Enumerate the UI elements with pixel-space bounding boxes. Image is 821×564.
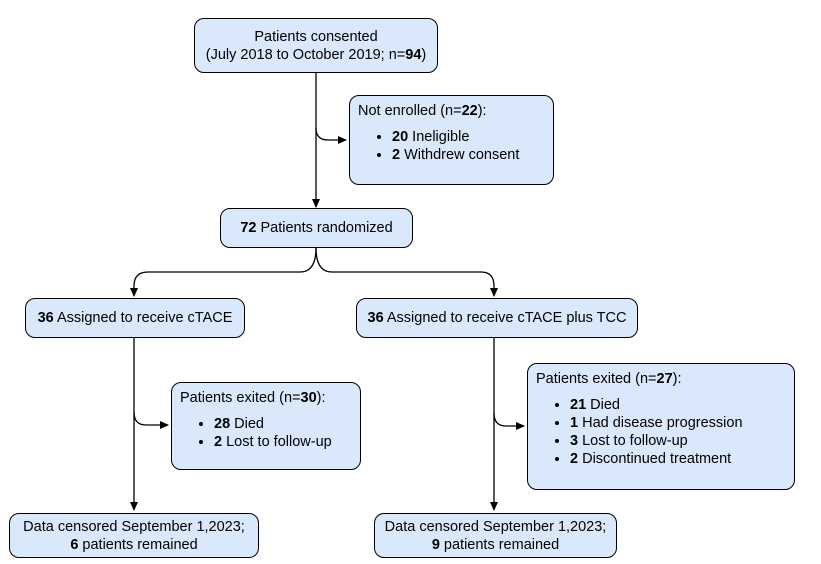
not-enrolled-box: Not enrolled (n=22): 20 Ineligible 2 Wit… — [349, 95, 554, 185]
list-item: 21 Died — [570, 396, 786, 414]
censored-tcc-remaining: 9 patients remained — [431, 536, 560, 553]
censored-ctace-count: 6 — [70, 536, 79, 553]
arm-tcc-box: 36 Assigned to receive cTACE plus TCC — [356, 298, 638, 338]
censored-ctace-remaining: 6 patients remained — [70, 536, 198, 553]
list-item: 2 Withdrew consent — [392, 146, 545, 164]
exited-ctace-box: Patients exited (n=30): 28 Died 2 Lost t… — [171, 382, 361, 470]
connector-to-not-enrolled — [315, 127, 347, 144]
not-enrolled-count: 22 — [461, 103, 478, 119]
censored-ctace-title: Data censored September 1,2023; — [23, 518, 245, 535]
consented-count: 94 — [405, 46, 422, 63]
arm-ctace-box: 36 Assigned to receive cTACE — [25, 298, 245, 338]
censored-tcc-count: 9 — [431, 536, 440, 553]
connector-randomized-to-ctace — [130, 247, 317, 297]
censored-tcc-box: Data censored September 1,2023; 9 patien… — [374, 513, 617, 558]
consented-title: Patients consented — [254, 28, 378, 45]
list-item: 3 Lost to follow-up — [570, 432, 786, 450]
exited-ctace-list: 28 Died 2 Lost to follow-up — [180, 415, 352, 451]
arm-tcc-count: 36 — [367, 310, 384, 326]
exited-tcc-title: Patients exited (n=27): — [536, 371, 682, 387]
exited-tcc-box: Patients exited (n=27): 21 Died 1 Had di… — [527, 363, 795, 490]
exited-tcc-list: 21 Died 1 Had disease progression 3 Lost… — [536, 396, 786, 468]
list-item: 20 Ineligible — [392, 128, 545, 146]
censored-tcc-title: Data censored September 1,2023; — [384, 518, 607, 535]
list-item: 2 Lost to follow-up — [214, 433, 352, 451]
arm-tcc-label: 36 Assigned to receive cTACE plus TCC — [367, 310, 627, 326]
not-enrolled-title: Not enrolled (n=22): — [358, 103, 487, 119]
randomized-label: 72 Patients randomized — [240, 220, 393, 236]
arm-ctace-count: 36 — [37, 310, 54, 326]
list-item: 28 Died — [214, 415, 352, 433]
randomized-count: 72 — [240, 220, 257, 236]
connector-to-exited-ctace — [133, 411, 169, 429]
list-item: 1 Had disease progression — [570, 414, 786, 432]
connector-randomized-to-tcc — [315, 247, 498, 297]
randomized-box: 72 Patients randomized — [220, 208, 413, 248]
arm-ctace-label: 36 Assigned to receive cTACE — [37, 310, 233, 326]
exited-tcc-count: 27 — [656, 371, 673, 387]
not-enrolled-list: 20 Ineligible 2 Withdrew consent — [358, 128, 545, 164]
consented-detail: (July 2018 to October 2019; n=94) — [205, 46, 427, 63]
consented-box: Patients consented (July 2018 to October… — [194, 18, 438, 73]
list-item: 2 Discontinued treatment — [570, 450, 786, 468]
exited-ctace-count: 30 — [300, 390, 317, 406]
censored-ctace-box: Data censored September 1,2023; 6 patien… — [9, 513, 259, 558]
connector-to-exited-tcc — [493, 412, 525, 430]
exited-ctace-title: Patients exited (n=30): — [180, 390, 326, 406]
